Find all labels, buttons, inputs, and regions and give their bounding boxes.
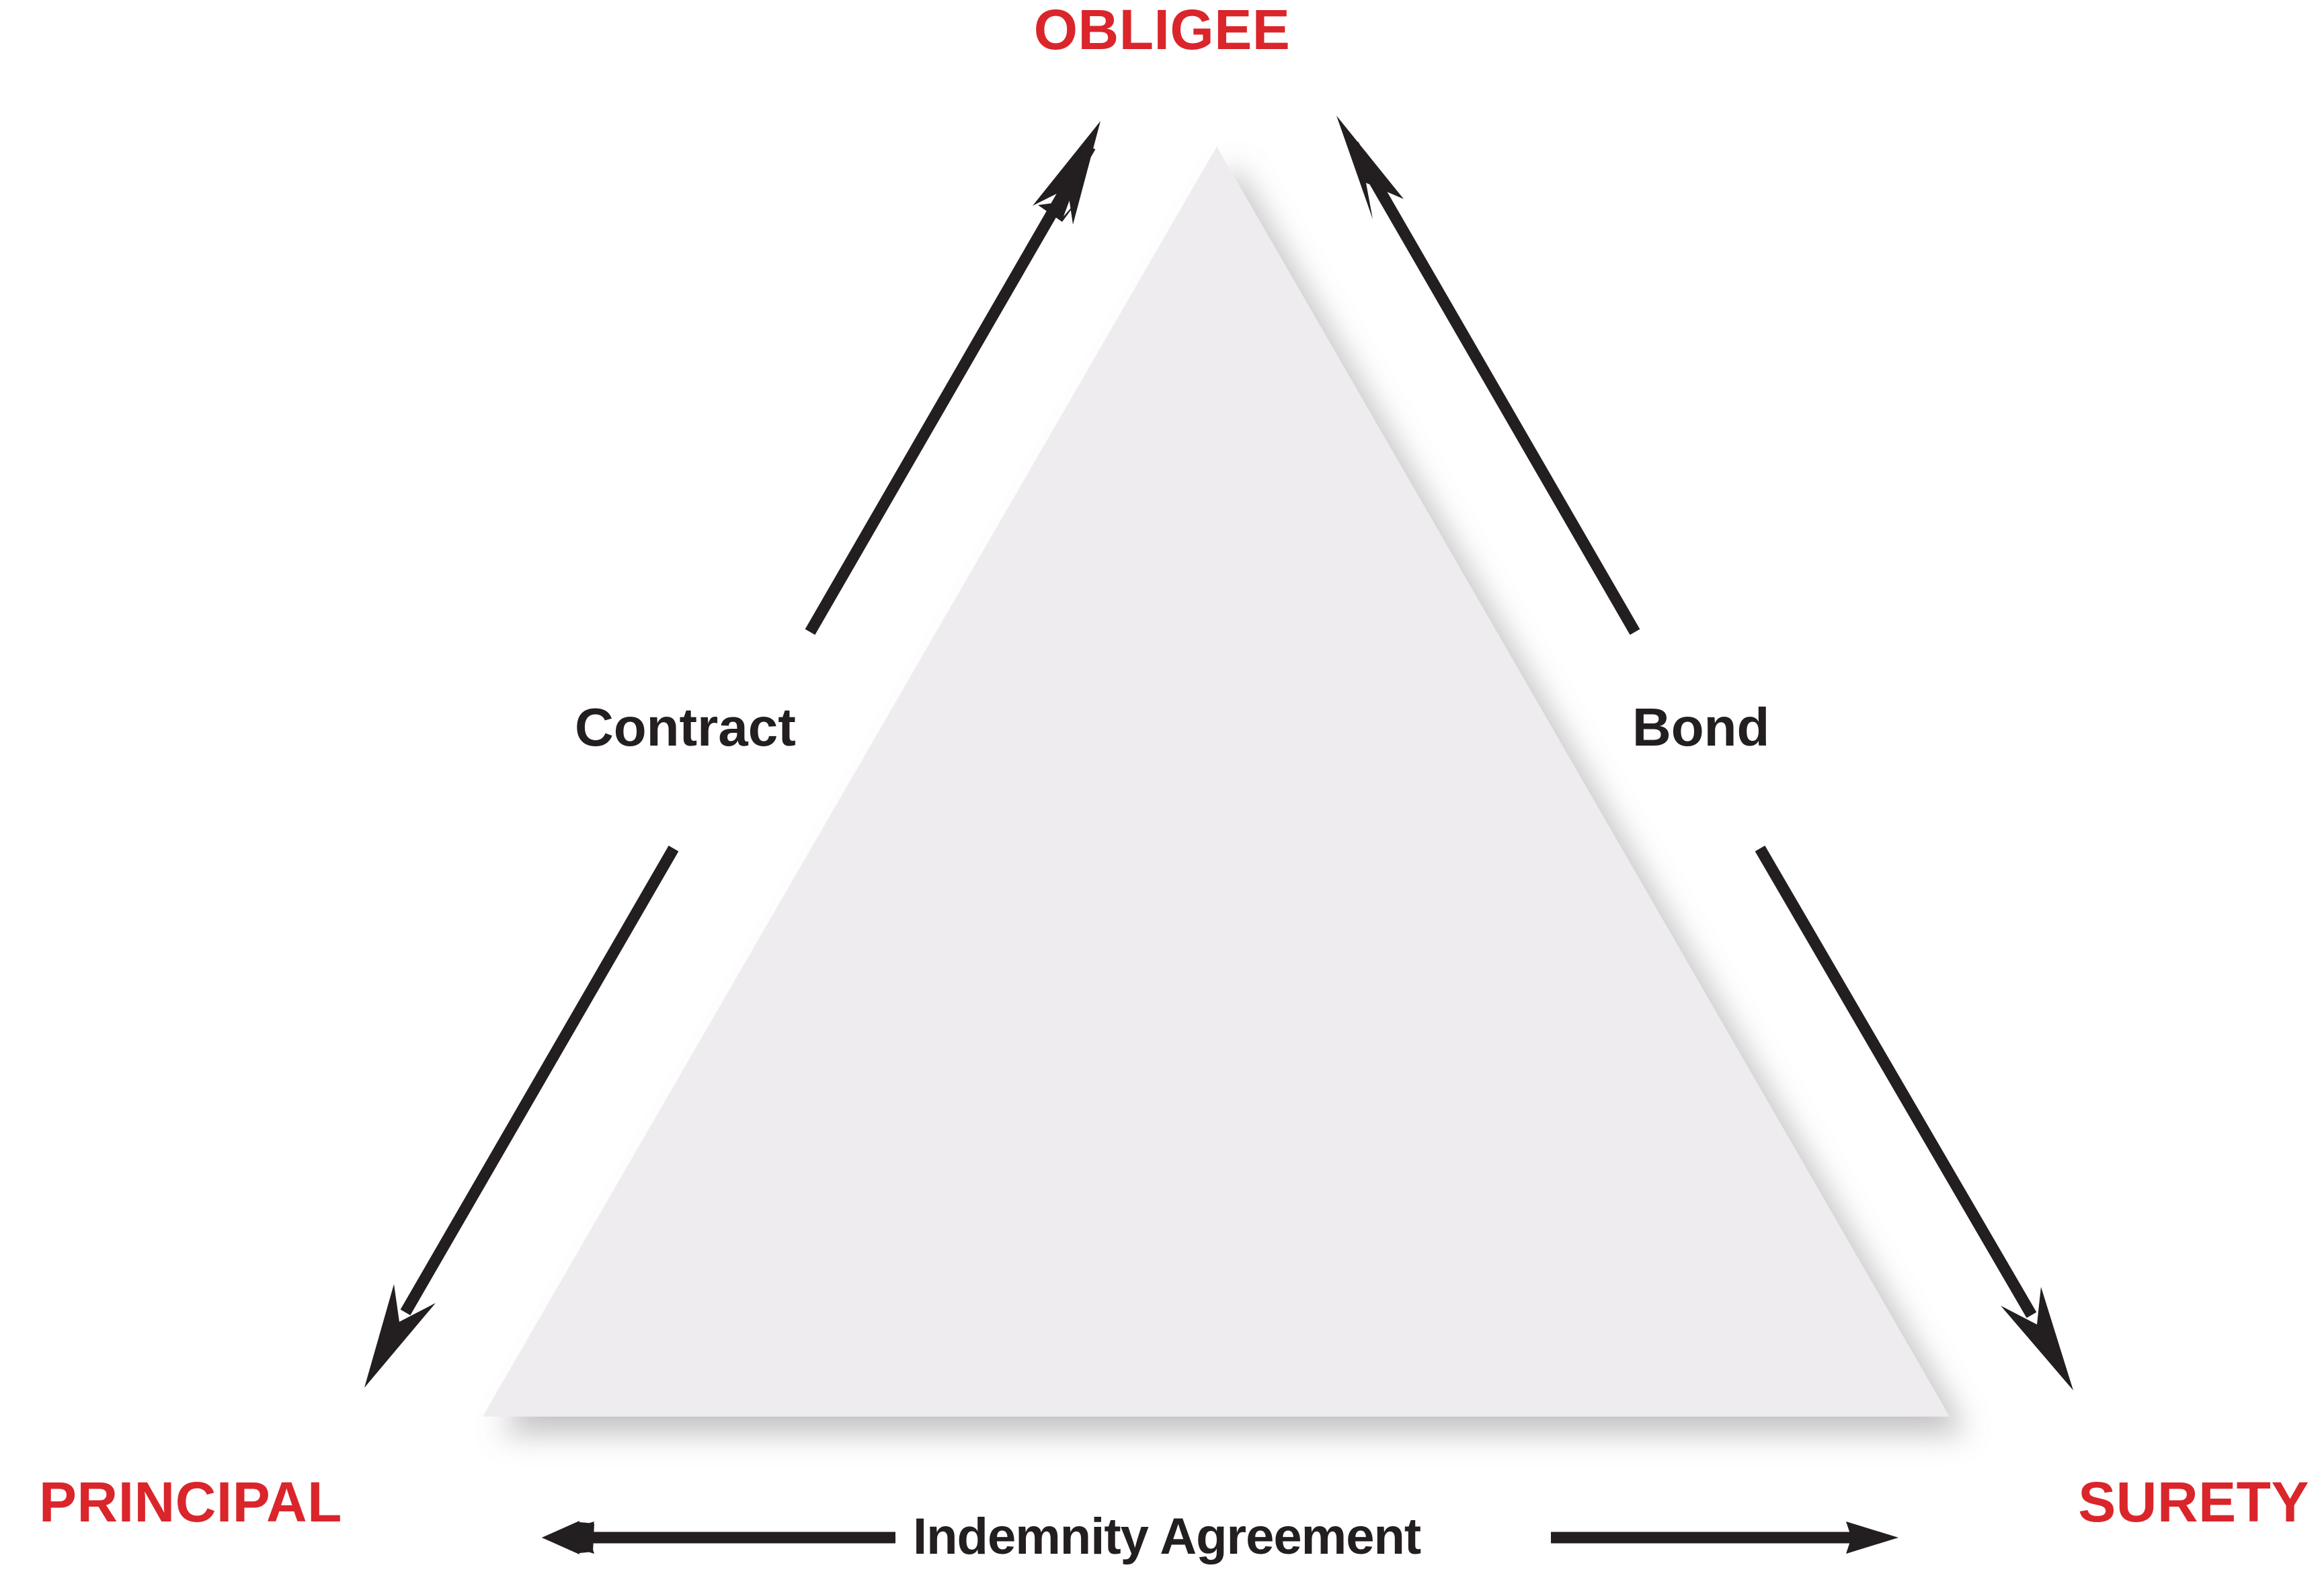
edge-label-contract: Contract [575, 697, 796, 757]
contract-upper-shaft [805, 143, 1096, 635]
bond-lower-shaft [1755, 845, 2037, 1318]
indemnity-arrowhead-right [1846, 1521, 1898, 1554]
node-label-obligee: OBLIGEE [1033, 0, 1291, 61]
contract-arrowhead-top [1038, 124, 1098, 222]
contract-arrowhead-bottom-solid [364, 1284, 436, 1388]
node-label-principal: PRINCIPAL [39, 1470, 342, 1534]
bond-arrowhead-top-solid [1336, 116, 1404, 219]
edge-bond-arrow [1336, 116, 2073, 1390]
contract-lower-shaft [400, 845, 679, 1316]
node-label-surety: SURETY [2078, 1470, 2309, 1534]
edge-label-bond: Bond [1632, 697, 1770, 757]
indemnity-arrowhead-left [542, 1521, 594, 1554]
center-triangle-shape [483, 147, 1950, 1417]
edge-label-indemnity-agreement: Indemnity Agreement [913, 1508, 1421, 1565]
bond-arrowhead-bottom-solid [2001, 1287, 2073, 1390]
bond-upper-shaft [1348, 141, 1640, 635]
edge-contract-arrow [364, 121, 1100, 1388]
edge-indemnity-arrow [542, 1521, 1898, 1554]
contract-arrowhead-top-solid [1033, 121, 1100, 225]
